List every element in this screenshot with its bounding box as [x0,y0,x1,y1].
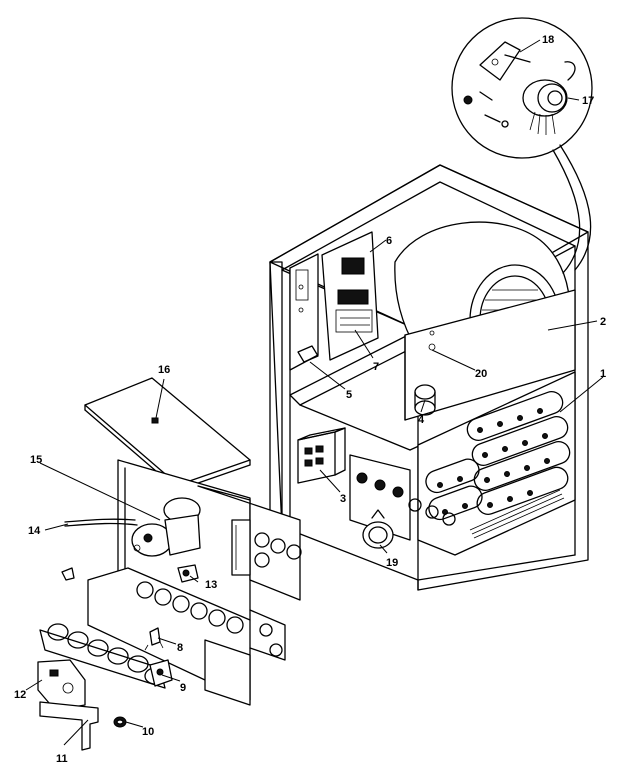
callout-20: 20 [475,368,487,380]
callout-13: 13 [205,579,217,591]
callout-11: 11 [56,753,68,765]
callout-4: 4 [418,414,425,426]
heat-exchanger [349,371,576,556]
limit-plug [414,384,436,416]
callout-1: 1 [600,368,606,380]
callout-12: 12 [14,689,26,701]
callout-8: 8 [177,642,183,654]
ignition-control [297,427,346,484]
callout-19: 19 [386,557,398,569]
callout-18: 18 [542,34,554,46]
rollout-switch [362,509,394,549]
manifold-plate [61,567,286,706]
callout-7: 7 [373,361,379,373]
callout-3: 3 [340,493,346,505]
blower-assembly [394,221,576,421]
callout-10: 10 [142,726,154,738]
top-cover-panel [84,377,251,491]
callout-14: 14 [28,525,41,537]
callout-17: 17 [582,95,594,107]
gas-valve-assembly [37,623,173,751]
inset-detail-circle [451,17,593,274]
callout-6: 6 [386,235,392,247]
callout-15: 15 [30,454,42,466]
callout-2: 2 [600,316,606,328]
callout-labels: 1 2 3 4 5 6 7 8 9 10 11 12 13 14 15 16 1… [14,34,606,765]
callout-16: 16 [158,364,170,376]
control-board-assembly [289,231,379,371]
callout-5: 5 [346,389,352,401]
leader-lines [25,39,604,746]
callout-9: 9 [180,682,186,694]
